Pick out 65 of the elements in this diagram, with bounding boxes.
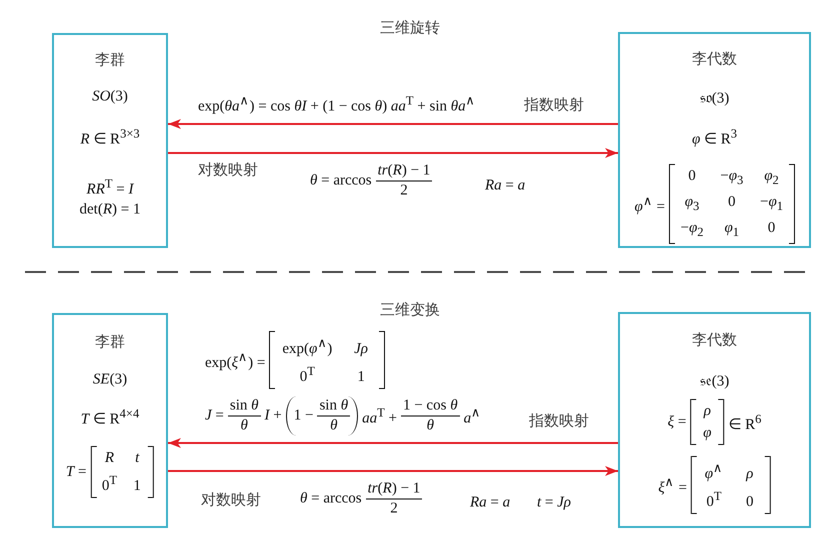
arrow: [168, 119, 618, 129]
formula: 𝔰𝔢(3): [700, 372, 730, 392]
formula: φ ∈ R$^{3}$: [692, 126, 738, 150]
formula: ξ$^{∧}$ =: [658, 474, 687, 498]
fraction-numerator: 1 − cos θ: [400, 398, 460, 416]
edge-label: 指数映射: [523, 96, 585, 114]
formula: 1 −: [294, 406, 314, 426]
formula: SO(3): [92, 88, 128, 106]
matrix-row-text: φ$^{∧}$ ρ: [704, 460, 754, 484]
formula: RR$^{T}$ = I: [86, 176, 134, 200]
content-box: [618, 312, 811, 528]
edge-label: 对数映射: [197, 160, 259, 180]
fraction-numerator: sin θ: [228, 398, 261, 416]
content-box: [52, 313, 168, 528]
formula: T =: [66, 462, 86, 482]
box-heading: 李群: [95, 50, 125, 70]
formula: 𝔰𝔬(3): [700, 90, 730, 108]
matrix-row-text: R t: [104, 449, 140, 468]
fraction-denominator: θ: [240, 416, 248, 434]
formula: φ$^{∧}$ =: [634, 192, 666, 216]
matrix-row-text: −φ$_{2}$ φ$_{1}$ 0: [680, 219, 776, 241]
box-heading: 李代数: [692, 330, 737, 350]
fraction-numerator: tr(R) − 1: [366, 480, 422, 500]
matrix-row-text: φ: [702, 424, 712, 443]
formula: a$^{∧}$: [464, 404, 482, 428]
edge-label: 指数映射: [528, 412, 590, 430]
arrow: [168, 466, 618, 476]
content-box: [52, 33, 168, 248]
formula: ξ =: [668, 412, 686, 432]
matrix-row-text: φ$_{3}$ 0 −φ$_{1}$: [684, 193, 784, 215]
matrix-row-text: 0 −φ$_{3}$ φ$_{2}$: [687, 167, 780, 189]
matrix-row-text: 0$^{T}$ 0: [705, 488, 754, 512]
box-heading: 李代数: [692, 50, 737, 68]
formula: R ∈ R$^{3×3}$: [80, 126, 140, 150]
formula: SE(3): [92, 370, 128, 390]
matrix-row-text: 0$^{T}$ 1: [100, 472, 142, 496]
formula: exp(θa$^{∧}$) = cos θI + (1 − cos θ) aa$^{T}$ + sin θa$^{∧}$: [198, 92, 476, 116]
formula: Ra = a: [485, 176, 526, 196]
section-title: 三维旋转: [380, 18, 440, 38]
formula: t = Jρ: [537, 494, 571, 512]
section-title: 三维变换: [380, 300, 440, 320]
edge-label: 对数映射: [200, 490, 262, 510]
formula: Ra = a: [470, 494, 510, 512]
matrix-row-text: 0$^{T}$ 1: [298, 363, 366, 387]
box-heading: 李群: [95, 332, 125, 352]
arrow: [168, 438, 618, 448]
formula: ∈ R$^{6}$: [728, 410, 762, 434]
formula: det(R) = 1: [80, 200, 140, 220]
formula: I +: [264, 406, 282, 426]
formula: θ = arccos: [310, 172, 372, 190]
arrow: [168, 148, 618, 158]
fraction-numerator: tr(R) − 1: [376, 162, 432, 182]
matrix-row-text: exp(φ$^{∧}$) Jρ: [281, 335, 369, 359]
formula: J =: [205, 406, 224, 426]
fraction-denominator: θ: [330, 416, 338, 434]
formula: aa$^{T}$ +: [362, 404, 397, 428]
fraction-denominator: θ: [426, 416, 434, 434]
fraction-denominator: 2: [400, 182, 408, 200]
content-box: [618, 32, 811, 248]
fraction-denominator: 2: [390, 500, 398, 518]
fraction-numerator: sin θ: [317, 398, 350, 416]
formula: θ = arccos: [300, 490, 362, 508]
formula: exp(ξ$^{∧}$) =: [205, 348, 266, 372]
matrix-row-text: ρ: [702, 402, 712, 421]
formula: T ∈ R$^{4×4}$: [80, 406, 140, 430]
